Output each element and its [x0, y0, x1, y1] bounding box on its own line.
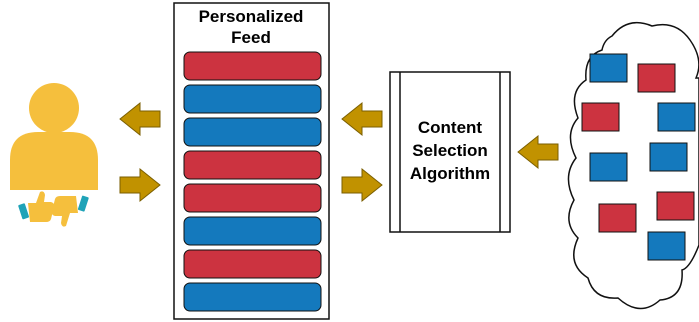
pool-item-blue	[589, 152, 628, 182]
thumbs-up-icon	[18, 191, 55, 222]
feed-item-blue	[183, 84, 322, 114]
feed-items	[183, 51, 322, 312]
arrow-right-to-feed	[119, 167, 161, 203]
feed-title-line2: Feed	[231, 28, 271, 47]
arrow-left-to-feed	[341, 101, 383, 137]
feed-title-line1: Personalized	[199, 7, 304, 26]
feed-item-blue	[183, 117, 322, 147]
arrow-left-to-user	[119, 101, 161, 137]
pool-item-red	[637, 63, 676, 93]
pool-item-red	[581, 102, 620, 132]
algorithm-label-line3: Algorithm	[410, 164, 490, 183]
pool-item-red	[598, 203, 637, 233]
personalized-feed-panel: Personalized Feed	[173, 2, 330, 320]
feed-item-blue	[183, 216, 322, 246]
pool-items	[581, 53, 696, 261]
pool-item-blue	[647, 231, 686, 261]
feed-item-blue	[183, 282, 322, 312]
content-pool-cloud	[567, 21, 699, 310]
thumbs-down-icon	[51, 195, 89, 227]
content-selection-algorithm-box: Content Selection Algorithm	[389, 71, 511, 233]
feed-item-red	[183, 183, 322, 213]
pool-item-red	[656, 191, 695, 221]
feed-item-red	[183, 51, 322, 81]
algorithm-label-line2: Selection	[412, 141, 488, 160]
pool-item-blue	[649, 142, 688, 172]
pool-item-blue	[589, 53, 628, 83]
arrow-right-to-algorithm	[341, 167, 383, 203]
arrow-left-to-algorithm	[517, 134, 559, 170]
feed-item-red	[183, 249, 322, 279]
feed-item-red	[183, 150, 322, 180]
algorithm-label-line1: Content	[418, 118, 483, 137]
user-icon	[10, 83, 98, 190]
pool-item-blue	[657, 102, 696, 132]
